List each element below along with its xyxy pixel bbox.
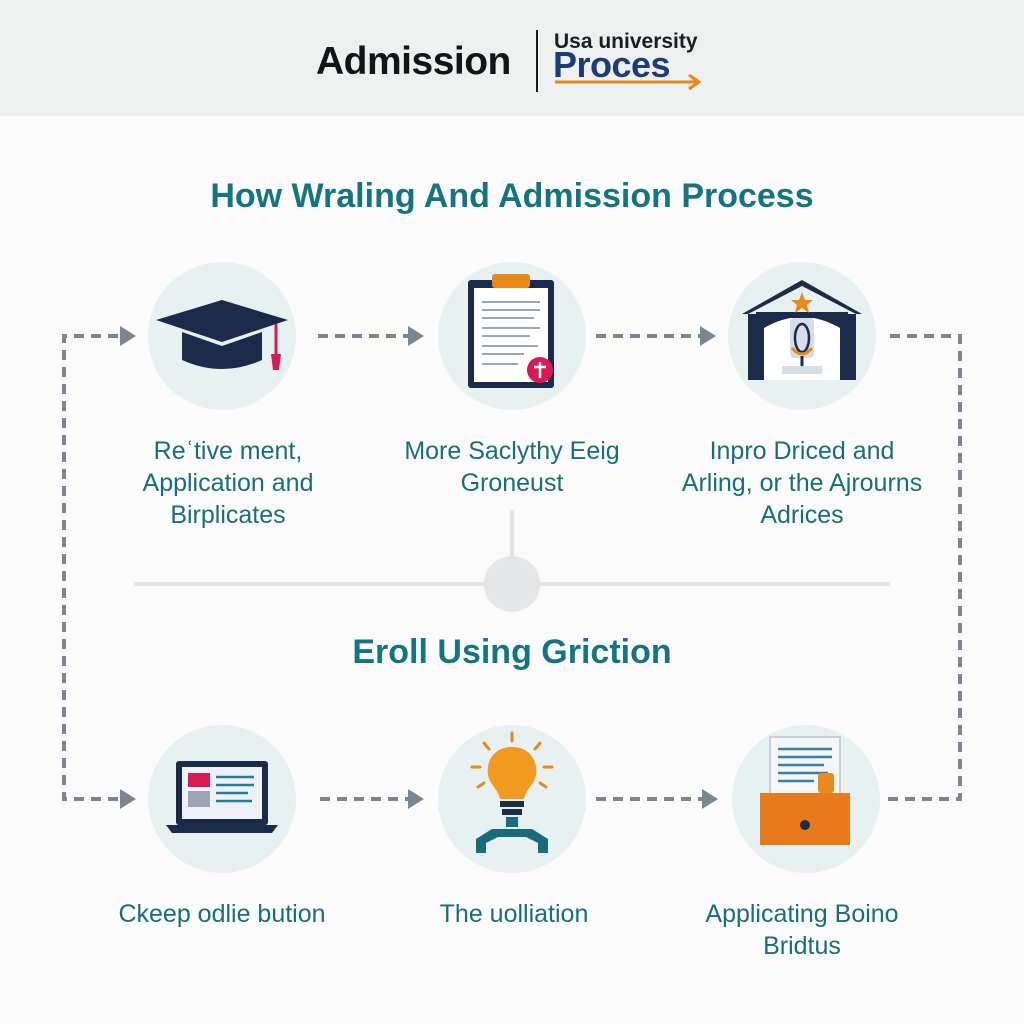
brand-process: Proces [553,44,671,85]
step-6-circle [732,725,880,873]
brand-admission: Admission [316,40,511,83]
document-folder-icon [760,736,850,845]
step-5-circle [438,725,586,873]
laptop-icon [166,761,278,833]
section-title: Eroll Using Griction [352,633,672,671]
brand-subtitle: Usa university [554,30,698,53]
graduation-cap-icon [156,300,288,370]
step-4-circle [148,725,296,873]
step-4-label: Ckeep odlie bution [118,900,326,928]
center-hub [134,510,890,612]
clipboard-document-icon [468,274,554,388]
step-2-label: More Saclythy Eeig Groneust [404,437,620,497]
brand-arrow-icon [555,73,702,91]
lightbulb-icon [470,731,554,853]
step-5-label: The uolliation [439,900,589,928]
step-6-label: Applicating Boino Bridtus [705,900,899,960]
loop-right [888,334,962,801]
brand-divider [536,30,538,92]
loop-left [62,334,118,801]
step-3-label: Inpro Driced and Arling, or the Ajrourns… [681,437,923,529]
university-building-icon [742,280,862,380]
step-2-circle [438,262,586,410]
step-1-label: Reʿtive ment, Application and Birplicate… [142,437,314,529]
diagram-title: How Wraling And Admission Process [210,177,814,215]
header-bar: Admission Usa university Proces [0,0,1024,116]
step-1-circle [148,262,296,410]
step-3-circle [728,262,876,410]
